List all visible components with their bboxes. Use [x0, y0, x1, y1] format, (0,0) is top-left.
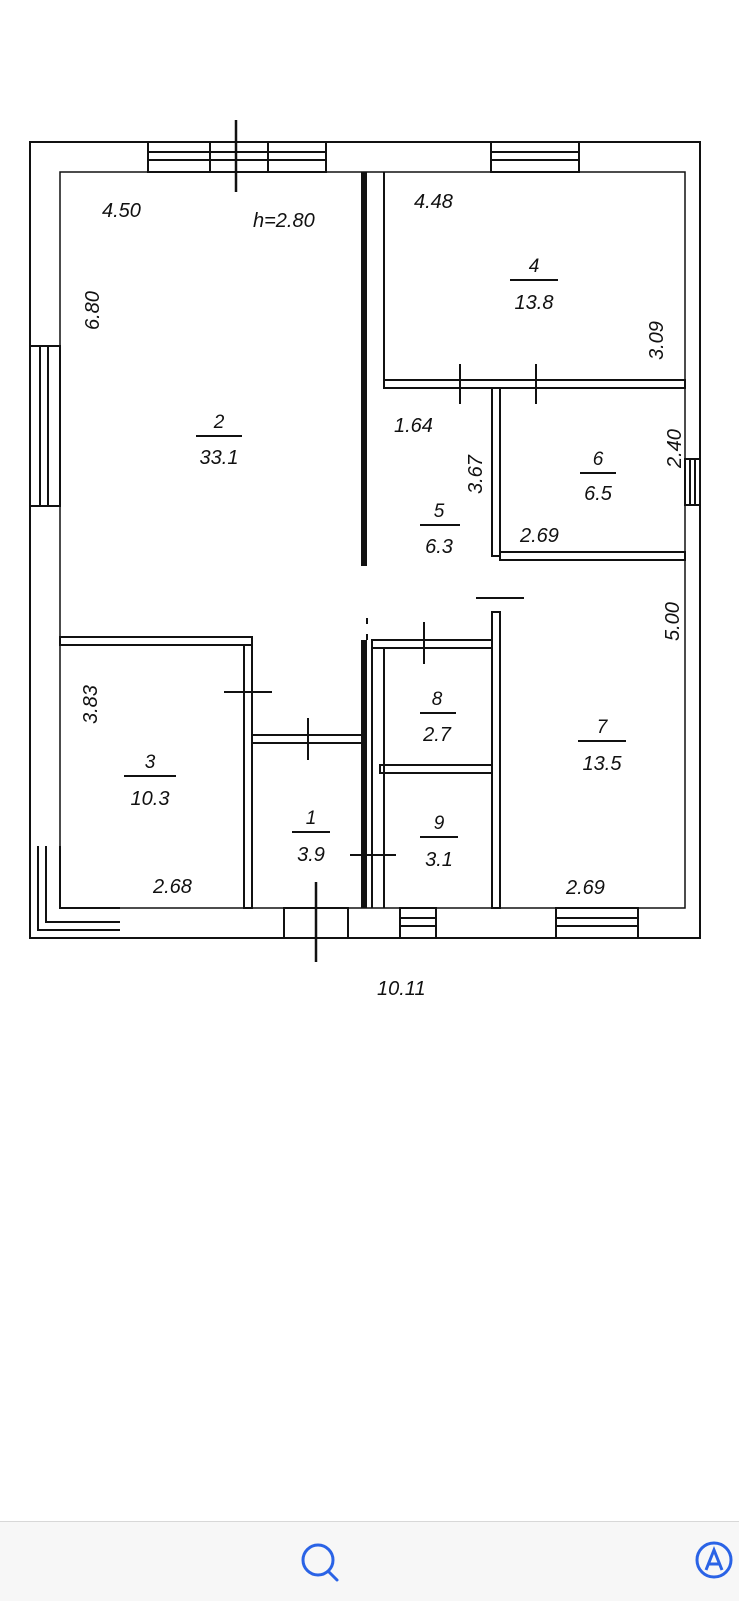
room7-width-label: 2.69 [565, 877, 605, 899]
room4-width-label: 4.48 [414, 191, 453, 213]
room-6-area: 6.5 [584, 483, 613, 505]
room-7-number: 7 [597, 717, 609, 738]
room-2: 2 33.1 [196, 412, 242, 469]
room6-depth-label: 2.40 [664, 429, 686, 469]
room2-width-label: 4.50 [102, 200, 141, 222]
room3-width-label: 2.68 [152, 876, 192, 898]
accessibility-icon [695, 1541, 733, 1579]
room-5-number: 5 [434, 501, 445, 522]
floor-plan: 2 33.1 4 13.8 5 6.3 6 6.5 7 13.5 8 2.7 3… [29, 120, 701, 1000]
room-4-number: 4 [529, 256, 540, 277]
room-3-area: 10.3 [131, 788, 170, 810]
room-5-area: 6.3 [425, 536, 453, 558]
room5-depth-label: 3.67 [465, 454, 487, 494]
room-1-number: 1 [306, 808, 317, 829]
window-left [29, 345, 61, 507]
room7-depth-label: 5.00 [662, 602, 684, 641]
room-6-number: 6 [593, 449, 604, 470]
search-icon [301, 1543, 339, 1582]
room-7: 7 13.5 [578, 717, 626, 775]
window-bottom-right [555, 907, 639, 939]
outer-wall-outline [29, 141, 701, 939]
window-bottom-left-corner [29, 846, 120, 939]
room5-width-label: 1.64 [394, 415, 433, 437]
room-9-number: 9 [434, 813, 445, 834]
room-6: 6 6.5 [580, 449, 616, 505]
room-8-number: 8 [432, 689, 443, 710]
room-3: 3 10.3 [124, 752, 176, 810]
search-button[interactable] [292, 1522, 348, 1601]
room-7-area: 13.5 [583, 753, 623, 775]
room-9-area: 3.1 [425, 849, 453, 871]
room-2-area: 33.1 [200, 447, 239, 469]
room-9: 9 3.1 [420, 813, 458, 871]
overall-width-label: 10.11 [377, 978, 426, 1000]
room-4-area: 13.8 [515, 292, 554, 314]
room2-depth-label: 6.80 [82, 291, 104, 330]
window-top-right [490, 141, 580, 173]
room-5: 5 6.3 [420, 501, 460, 558]
room-3-number: 3 [145, 752, 156, 773]
ceiling-height-label: h=2.80 [253, 210, 315, 232]
room-4: 4 13.8 [510, 256, 558, 314]
window-top-left [147, 120, 327, 192]
room-2-number: 2 [213, 412, 225, 433]
window-right [684, 458, 701, 506]
room6-width-label: 2.69 [519, 525, 559, 547]
room3-depth-label: 3.83 [80, 685, 102, 724]
bottom-toolbar [0, 1521, 739, 1601]
room-8: 8 2.7 [420, 689, 456, 746]
room-8-area: 2.7 [422, 724, 452, 746]
room-1: 1 3.9 [292, 808, 330, 866]
room4-depth-label: 3.09 [646, 321, 668, 360]
accessibility-button[interactable] [686, 1522, 739, 1601]
entrance-door [283, 882, 349, 962]
room-1-area: 3.9 [297, 844, 325, 866]
window-bottom-mid [399, 907, 437, 939]
